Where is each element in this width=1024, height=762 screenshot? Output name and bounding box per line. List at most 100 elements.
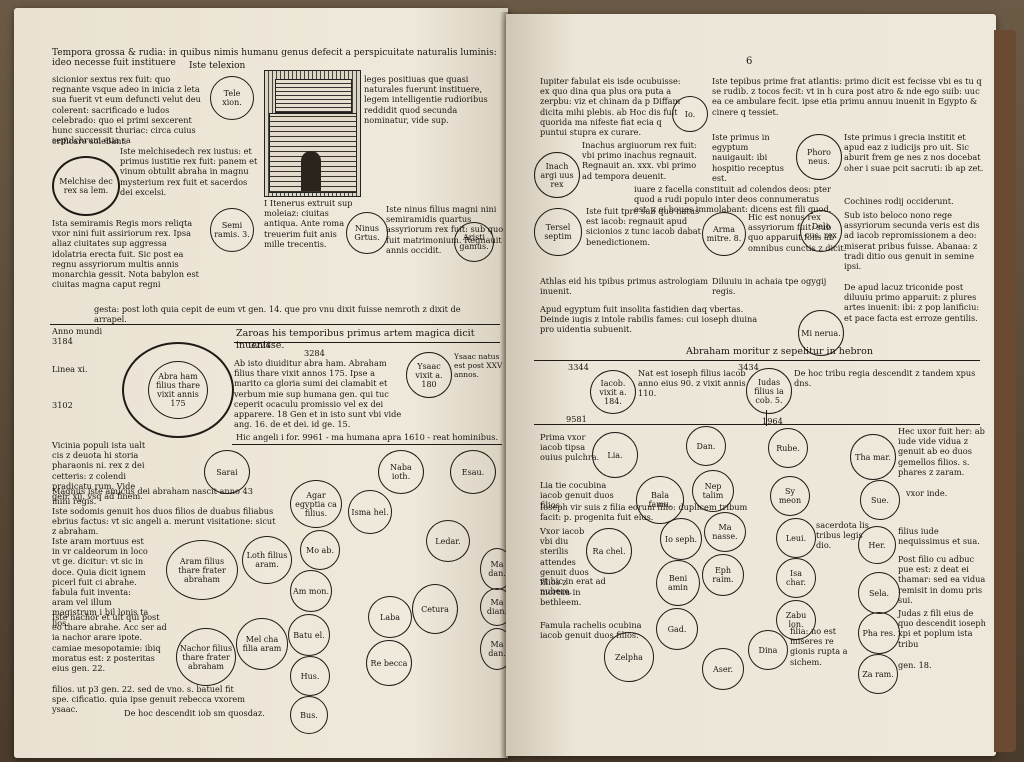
circle-hus: Hus. — [290, 656, 330, 696]
ephraim-label: Eph raim. — [712, 566, 734, 584]
text-dina: filia: no est miseres re gionis rupta a … — [790, 626, 848, 667]
circle-ketura: Cetura — [412, 584, 458, 634]
circle-melchisedech: Melchise dec rex sa lem. — [52, 156, 120, 216]
minerua-label: Mi nerua. — [801, 328, 841, 338]
text-egyptus: Iste primus in egyptum nauigauit: ibi ho… — [712, 132, 784, 183]
inachus-label: Inach argi uus rex — [540, 161, 574, 189]
divider-angeli — [232, 444, 502, 445]
phoroneus-label: Phoro neus. — [807, 148, 831, 166]
divider-abraham — [534, 360, 980, 361]
circle-thamar: Tha mar. — [850, 434, 896, 480]
anno-mundi-label: Anno mundi — [52, 326, 103, 336]
circle-isachar: Isa char. — [776, 558, 816, 598]
num-3224: 3224 — [250, 340, 271, 350]
nabaioth-label: Naba ioth. — [390, 463, 412, 481]
text-colendos: iuare z facella constituit ad colendos d… — [634, 184, 832, 215]
beniamin-label: Beni amin — [667, 574, 689, 592]
circle-io: Io. — [672, 96, 708, 132]
nachor-label: Nachor filius thare frater abraham — [179, 643, 233, 671]
circle-balsamum: Bala famu. — [636, 476, 684, 524]
text-bottom-left: gesta: post loth quia cepit de eum vt ge… — [94, 304, 461, 325]
circle-sue: Sue. — [860, 480, 900, 520]
divider-line — [50, 324, 500, 325]
text-iacob: Iste fuit tpre sub quo natus est iacob: … — [586, 206, 701, 247]
circle-zaram: Za ram. — [858, 654, 898, 694]
abraham-label: Abra ham filius thare vixit annis 175 — [156, 372, 200, 408]
circle-her: Her. — [858, 526, 896, 564]
text-jupiter: Iupiter fabulat eis isde ocubuisse: ex q… — [540, 76, 681, 138]
aram-label: Aram filius thare frater abraham — [178, 556, 226, 584]
tertio-label: Tersel septim — [544, 223, 572, 241]
agar-label: Agar egyptia ca filius. — [295, 490, 337, 518]
text-abraham: Ab isto diuiditur abra ham. Abraham fili… — [234, 358, 402, 430]
text-her: filius iude nequissimus et sua. — [898, 526, 980, 547]
num-3284: 3284 — [304, 348, 325, 358]
text-sacerdota: sacerdota lis tribus legis dio. — [816, 520, 869, 551]
zelpha-label: Zelpha — [615, 652, 643, 662]
circle-agar: Agar egyptia ca filius. — [290, 480, 342, 528]
text-col-a-2: crificare solebant. — [52, 136, 128, 146]
ammon-label: Am mon. — [293, 586, 330, 596]
num-9581: 9581 — [566, 414, 587, 424]
text-genesis: gen. 18. — [898, 660, 932, 670]
loth-label: Loth filius aram. — [246, 551, 288, 569]
text-inachus: Inachus argiuorum rex fuit: vbi primo in… — [582, 140, 697, 181]
her-label: Her. — [868, 540, 886, 550]
circle-simeon: Sy meon — [770, 476, 810, 516]
text-rhodi: Cochines rodij occiderunt. — [844, 196, 954, 206]
esau-label: Esau. — [461, 467, 485, 477]
circle-beniamin: Beni amin — [656, 560, 700, 606]
num-3434: 3434 — [738, 362, 759, 372]
circle-zabulon: Zabu lon. — [776, 600, 816, 640]
iudas-label: Iudas filius ia cob. 5. — [754, 377, 784, 405]
left-page: Tempora grossa & rudia: in quibus nimis … — [14, 8, 508, 758]
text-filios: filios. ut p3 gen. 22. sed de vno. s. ba… — [52, 684, 245, 715]
text-vicinia: Vicinia populi ista ualt cis z deuota hi… — [52, 440, 146, 502]
circle-iudas: Iudas filius ia cob. 5. — [746, 368, 792, 414]
circle-telexion: Tele xion. — [210, 76, 254, 120]
text-ioseph: Apud egyptum fuit insolita fastidien daq… — [540, 304, 758, 335]
text-uxor-inde: vxor inde. — [906, 488, 948, 498]
batuel-label: Batu el. — [293, 630, 325, 640]
dina-label: Dina — [758, 645, 778, 655]
heading-zaroas: Zaroas his temporibus primus artem magic… — [236, 328, 475, 351]
text-col-a: sicionior sextus rex fuit: quo regnante … — [52, 74, 201, 146]
circle-laban: Laba — [368, 596, 412, 638]
circle-zelpha: Zelpha — [604, 632, 654, 682]
circle-bus: Bus. — [290, 696, 328, 734]
heading-telexion: Iste telexion — [189, 61, 246, 71]
circle-gad: Gad. — [656, 608, 698, 650]
text-iosep-filius: Ioseph vir suis z filia eorum filio: dup… — [540, 502, 748, 523]
ismael-label: Isma hel. — [351, 507, 389, 517]
isaac-label: Ysaac vixit a. 180 — [415, 361, 443, 389]
circle-ismael: Isma hel. — [348, 490, 392, 534]
dan-label: Dan. — [696, 441, 716, 451]
rebecca-label: Re becca — [370, 658, 408, 668]
circle-delos: Delo cus. rex — [800, 210, 842, 252]
circle-minerua: Mi nerua. — [798, 310, 844, 356]
ioseph2-label: Io seph. — [664, 534, 698, 544]
circle-madan2: Ma dan. — [480, 628, 508, 670]
text-aram: Iste aram mortuus est in vr caldeorum in… — [52, 536, 149, 628]
circle-tertio: Tersel septim — [534, 208, 582, 256]
zaram-label: Za ram. — [862, 669, 894, 679]
thamar-label: Tha mar. — [855, 452, 891, 462]
aser-label: Aser. — [712, 664, 734, 674]
circle-aram: Aram filius thare frater abraham — [166, 540, 238, 600]
right-page: 6 Iupiter fabulat eis isde ocubuisse: ex… — [506, 14, 996, 756]
circle-madian: Ma dian. — [480, 588, 508, 626]
text-nachor: Iste nachor et uit qui post eo thare abr… — [52, 612, 167, 674]
text-delos: Sub isto beloco nono rege assyriorum sec… — [844, 210, 980, 272]
circle-phoroneus: Phoro neus. — [796, 134, 842, 180]
phares-label: Pha res. — [862, 628, 896, 638]
isachar-label: Isa char. — [786, 569, 806, 587]
circle-dina: Dina — [748, 630, 788, 670]
circle-sela: Sela. — [858, 572, 900, 614]
leui-label: Leui. — [785, 533, 807, 543]
ledar-label: Ledar. — [435, 536, 461, 546]
text-atlas: Iste tepibus prime frat atlantis: primo … — [712, 76, 982, 117]
hus-label: Hus. — [300, 671, 320, 681]
circle-esau: Esau. — [450, 450, 496, 494]
text-rachel: Vxor iacob vbi diu sterilis attendes gen… — [540, 526, 589, 608]
zabulon-label: Zabu lon. — [785, 611, 807, 629]
